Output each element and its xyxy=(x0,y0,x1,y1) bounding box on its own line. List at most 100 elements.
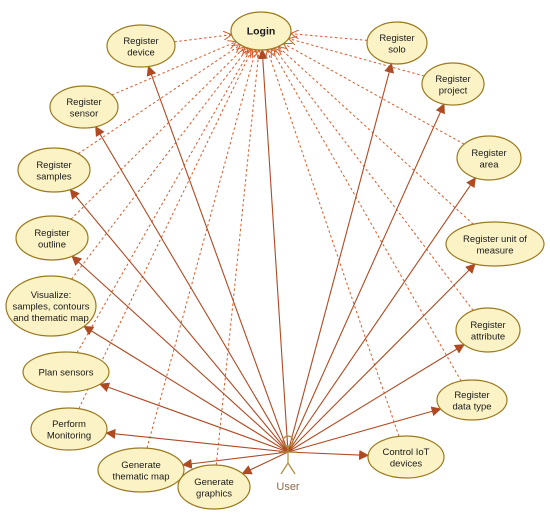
use-case-register-outline-ellipse[interactable] xyxy=(15,215,89,261)
association-layer xyxy=(69,48,476,475)
dependency-generate-graphics-to-login xyxy=(215,50,259,466)
actor: User xyxy=(276,435,300,493)
use-case-visualize-ellipse[interactable] xyxy=(5,275,97,337)
actor-right-leg-icon xyxy=(287,462,296,475)
dependency-register-outline-to-login xyxy=(70,47,245,220)
use-case-generate-thematic-map-label-line: Generate xyxy=(121,460,161,471)
use-case-register-attribute-ellipse[interactable] xyxy=(455,307,521,353)
use-case-register-unit-of-measure-ellipse[interactable] xyxy=(445,221,545,267)
dependency-layer xyxy=(70,34,474,466)
use-case-register-project-label-line: Register xyxy=(435,74,470,85)
dependency-register-device-to-login xyxy=(174,35,231,43)
use-case-register-device-ellipse[interactable] xyxy=(106,24,176,68)
dependency-register-area-to-login xyxy=(284,44,465,145)
dependency-perform-monitoring-to-login xyxy=(78,49,252,409)
use-case-register-sensor-ellipse[interactable] xyxy=(49,85,119,129)
dependency-register-solo-to-login xyxy=(291,34,368,41)
use-case-visualize-label-line: Visualize: xyxy=(31,290,72,301)
use-case-generate-thematic-map-label-line: thematic map xyxy=(112,471,169,482)
use-case-login-label-line: Login xyxy=(247,26,276,38)
association-user-to-generate-thematic-map xyxy=(181,451,289,469)
association-user-to-register-outline xyxy=(71,255,289,453)
use-case-register-samples-label-line: samples xyxy=(36,171,72,182)
dependency-visualize-to-login xyxy=(71,48,248,280)
actor-left-leg-icon xyxy=(280,462,289,475)
association-user-to-register-unit-of-measure xyxy=(287,263,476,453)
use-case-register-area-label-line: area xyxy=(479,159,499,170)
use-case-register-project-label-line: project xyxy=(439,85,468,96)
association-user-to-login xyxy=(257,48,289,453)
use-case-register-outline-label-line: Register xyxy=(34,228,69,239)
use-case-visualize-label-line: samples, contours xyxy=(12,302,89,313)
use-case-login-ellipse[interactable] xyxy=(230,11,292,51)
use-case-register-solo-ellipse[interactable] xyxy=(366,21,428,65)
use-case-layer: LoginRegisterdeviceRegistersoloRegisters… xyxy=(5,11,545,510)
use-case-register-unit-of-measure-label-line: Register unit of xyxy=(463,234,527,245)
association-user-to-plan-sensors xyxy=(99,382,289,453)
use-case-perform-monitoring-ellipse[interactable] xyxy=(30,407,108,451)
use-case-register-project-ellipse[interactable] xyxy=(421,62,485,106)
dependency-register-project-to-login xyxy=(289,39,425,77)
dependency-generate-thematic-map-to-login xyxy=(146,50,256,449)
association-user-to-register-solo xyxy=(287,62,395,453)
use-case-register-data-type-label-line: data type xyxy=(452,401,491,412)
use-case-login[interactable]: Login xyxy=(230,11,292,51)
association-user-to-perform-monitoring xyxy=(105,428,289,453)
use-case-plan-sensors-label-line: Plan sensors xyxy=(39,368,94,379)
use-case-register-attribute-label-line: attribute xyxy=(471,331,505,342)
association-user-to-register-samples xyxy=(69,188,289,453)
association-user-to-register-attribute xyxy=(287,344,465,453)
association-user-to-register-area xyxy=(287,177,476,453)
actor-label: User xyxy=(276,481,300,493)
use-case-generate-thematic-map-ellipse[interactable] xyxy=(97,447,185,493)
association-user-to-visualize xyxy=(83,325,289,453)
use-case-register-device-label-line: Register xyxy=(123,36,158,47)
dependency-register-unit-of-measure-to-login xyxy=(278,47,474,225)
use-case-register-device-label-line: device xyxy=(127,47,154,58)
use-case-register-area-ellipse[interactable] xyxy=(456,135,522,181)
use-case-register-solo-label-line: solo xyxy=(388,44,405,55)
dependency-plan-sensors-to-login xyxy=(76,49,251,353)
use-case-control-iot-devices-label-line: Control IoT xyxy=(383,447,430,458)
use-case-control-iot-devices-label-line: devices xyxy=(390,458,422,469)
use-case-control-iot-devices-ellipse[interactable] xyxy=(367,435,445,479)
use-case-register-attribute-label-line: Register xyxy=(470,320,505,331)
use-case-plan-sensors[interactable]: Plan sensors xyxy=(22,351,110,393)
use-case-register-unit-of-measure-label-line: measure xyxy=(477,245,514,256)
dependency-control-iot-devices-to-login xyxy=(267,50,400,437)
use-case-visualize-label-line: and thematic map xyxy=(13,313,89,324)
use-case-register-data-type-label-line: Register xyxy=(454,390,489,401)
use-case-generate-graphics-ellipse[interactable] xyxy=(177,464,251,510)
use-case-plan-sensors-ellipse[interactable] xyxy=(22,351,110,393)
use-case-register-sensor-label-line: Register xyxy=(66,97,101,108)
association-user-to-control-iot-devices xyxy=(287,450,370,461)
use-case-register-samples-ellipse[interactable] xyxy=(17,147,91,193)
use-case-perform-monitoring-label-line: Perform xyxy=(52,419,86,430)
association-user-to-register-project xyxy=(287,103,445,453)
dependency-register-data-type-to-login xyxy=(271,49,462,382)
use-case-perform-monitoring-label-line: Monitoring xyxy=(47,430,91,441)
use-case-register-data-type-ellipse[interactable] xyxy=(436,379,508,421)
use-case-register-solo-label-line: Register xyxy=(379,33,414,44)
use-case-generate-graphics-label-line: Generate xyxy=(194,477,234,488)
use-case-register-samples-label-line: Register xyxy=(36,160,71,171)
association-user-to-register-data-type xyxy=(287,406,442,453)
association-user-to-register-sensor xyxy=(95,125,289,453)
